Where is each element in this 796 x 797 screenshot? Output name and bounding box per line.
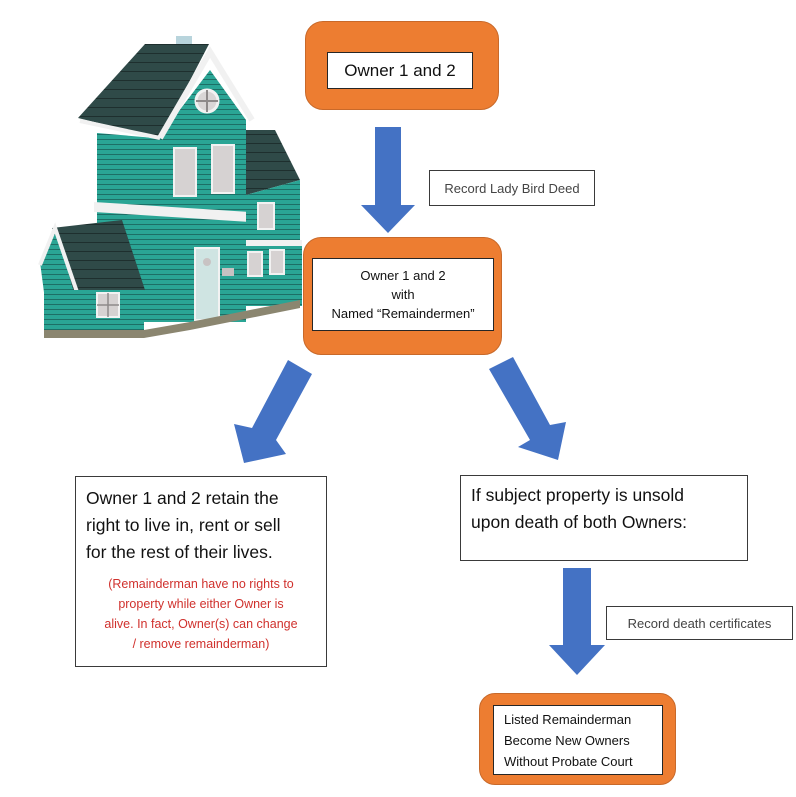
- left-branch-note-line-3: alive. In fact, Owner(s) can change: [104, 617, 298, 631]
- left-branch-line-1: Owner 1 and 2 retain the: [86, 488, 279, 508]
- end-box-inner: Listed Remainderman Become New Owners Wi…: [493, 705, 663, 775]
- start-box: Owner 1 and 2: [305, 21, 499, 110]
- house-illustration: [38, 36, 302, 338]
- end-box-line-3: Without Probate Court: [504, 753, 633, 769]
- right-branch-line-1: If subject property is unsold: [471, 485, 685, 505]
- left-branch-note-line-1: (Remainderman have no rights to: [108, 577, 294, 591]
- end-box: Listed Remainderman Become New Owners Wi…: [479, 693, 676, 785]
- start-box-label: Owner 1 and 2: [327, 52, 473, 89]
- left-branch-box: Owner 1 and 2 retain the right to live i…: [75, 476, 327, 667]
- left-branch-main-text: Owner 1 and 2 retain the right to live i…: [76, 477, 326, 566]
- middle-box: Owner 1 and 2 with Named “Remaindermen”: [303, 237, 502, 355]
- house-left-roof: [52, 220, 145, 296]
- middle-box-inner: Owner 1 and 2 with Named “Remaindermen”: [312, 258, 494, 331]
- arrow-down-2: [549, 568, 605, 675]
- right-branch-line-2: upon death of both Owners:: [471, 512, 687, 532]
- left-branch-line-3: for the rest of their lives.: [86, 542, 273, 562]
- right-branch-text: If subject property is unsold upon death…: [461, 476, 747, 536]
- house-roof-trim: [157, 46, 255, 140]
- house-right-roof: [246, 130, 300, 195]
- end-box-line-1: Listed Remainderman: [504, 711, 632, 727]
- end-box-line-2: Become New Owners: [504, 732, 630, 748]
- house-chimney: [176, 36, 192, 46]
- left-branch-note-line-4: / remove remainderman): [132, 637, 270, 651]
- left-branch-note: (Remainderman have no rights to property…: [76, 574, 326, 654]
- middle-box-line-1: Owner 1 and 2: [360, 268, 446, 283]
- middle-box-line-3: Named “Remaindermen”: [331, 306, 475, 321]
- arrow-down-1: [361, 127, 415, 233]
- left-branch-note-line-2: property while either Owner is: [118, 597, 284, 611]
- right-branch-box: If subject property is unsold upon death…: [460, 475, 748, 561]
- house-upper-window-right: [211, 144, 235, 194]
- house-upper-window-left: [173, 147, 197, 197]
- house-main-roof: [78, 44, 209, 138]
- house-foundation: [44, 300, 300, 338]
- record-lady-bird-deed-label: Record Lady Bird Deed: [429, 170, 595, 206]
- middle-box-line-2: with: [391, 287, 415, 302]
- left-branch-line-2: right to live in, rent or sell: [86, 515, 281, 535]
- arrow-down-left: [234, 360, 312, 463]
- record-death-certificates-label: Record death certificates: [606, 606, 793, 640]
- arrow-down-right: [489, 357, 566, 460]
